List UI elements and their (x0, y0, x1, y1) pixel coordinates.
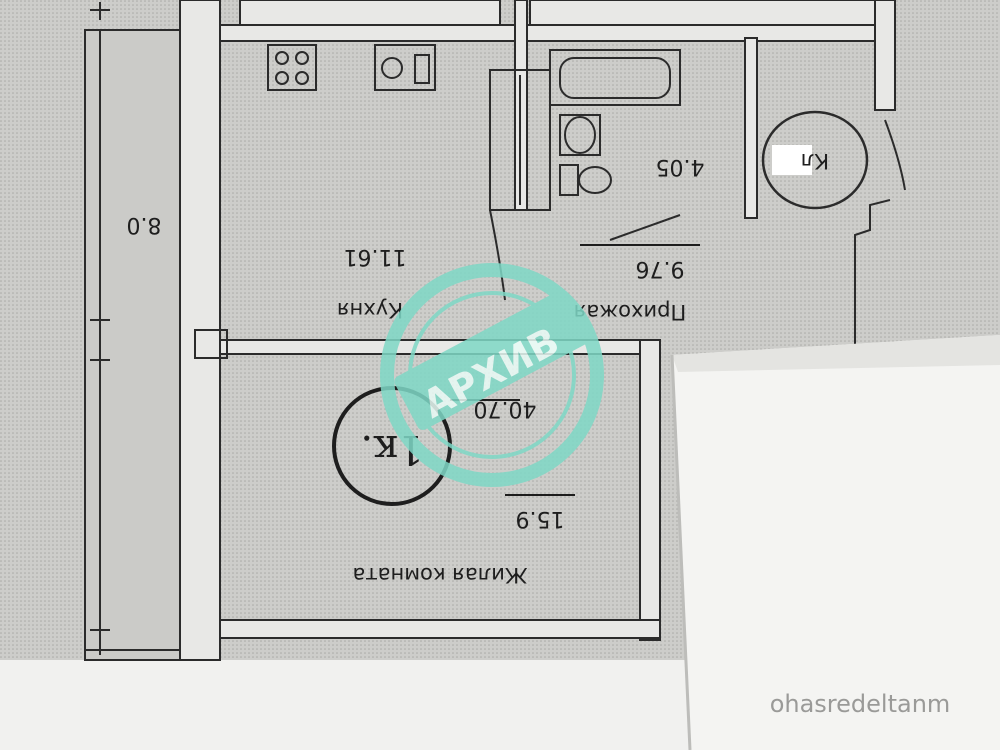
watermark-text: ohasredeltanm (770, 690, 951, 718)
toilet (559, 164, 612, 196)
hall-area: 9.76 (636, 256, 685, 281)
wash-basin (559, 114, 601, 156)
living-label: Жилая комната (353, 563, 528, 587)
kitchen-sink (374, 44, 436, 91)
wardrobe (489, 69, 551, 211)
kitchen-label: Кухня (337, 298, 403, 322)
living-area: 15.9 (516, 506, 565, 531)
closet-marker: Кл (761, 110, 869, 210)
balcony (84, 29, 186, 661)
radiator-icons (90, 2, 110, 640)
hall-label: Прихожая (574, 300, 686, 324)
paper-overlay (670, 335, 1000, 750)
bath-area: 4.05 (656, 154, 705, 179)
kitchen-stove (267, 44, 317, 91)
paper-margin (0, 660, 690, 750)
closet-label: Кл (801, 149, 829, 173)
balcony-area: 8.0 (127, 212, 162, 237)
kitchen-area: 11.61 (344, 244, 407, 269)
